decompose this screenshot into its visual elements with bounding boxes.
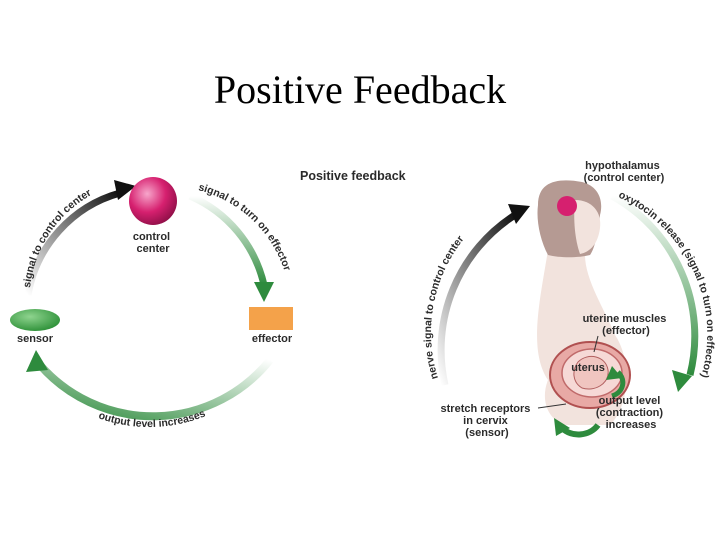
- label-control-center-line2: center: [136, 243, 170, 255]
- arrow-nerve-signal: [437, 212, 517, 386]
- label-effector: effector: [252, 333, 293, 345]
- arc-text-signal-to-effector: signal to turn on effector: [197, 181, 293, 272]
- arrow-oxytocin: [610, 192, 699, 376]
- arrowhead-stretch: [554, 418, 570, 436]
- arc-label-oxytocin: oxytocin release (signal to turn on effe…: [617, 189, 717, 379]
- baby-outline: [573, 355, 609, 390]
- label-uterine-muscles: uterine muscles (effector): [583, 313, 670, 337]
- control-center-sphere: [129, 177, 177, 225]
- label-uterine-muscles-line2: (effector): [602, 325, 650, 337]
- label-hypothalamus-line1: hypothalamus: [585, 160, 660, 172]
- effector-box: [249, 307, 293, 330]
- arrowhead-effector: [254, 282, 274, 302]
- hypothalamus-dot: [557, 196, 577, 216]
- sensor-ellipse: [10, 309, 60, 331]
- label-uterine-muscles-line1: uterine muscles: [583, 313, 667, 325]
- arrowhead-oxytocin: [672, 370, 692, 392]
- left-feedback-loop: Positive feedback control center effecto…: [10, 169, 406, 430]
- arrowhead-control: [114, 180, 136, 200]
- label-stretch-receptors-line3: (sensor): [465, 427, 509, 439]
- heading-positive-feedback: Positive feedback: [300, 169, 406, 183]
- pointer-stretch-receptors: [537, 403, 567, 409]
- arc-label-signal-to-effector: signal to turn on effector: [197, 181, 293, 272]
- woman-face: [574, 200, 601, 254]
- arrowhead-nerve: [508, 204, 530, 224]
- label-control-center: control center: [133, 231, 173, 255]
- label-hypothalamus: hypothalamus (control center): [584, 160, 665, 184]
- label-stretch-receptors-line1: stretch receptors: [441, 403, 531, 415]
- label-output-level: output level (contraction) increases: [596, 395, 666, 431]
- arrow-output-level: [36, 357, 274, 421]
- arrowhead-contraction: [606, 366, 622, 380]
- pointer-uterine-muscles: [593, 335, 599, 353]
- right-feedback-loop: hypothalamus (control center) uterine mu…: [422, 160, 716, 439]
- label-hypothalamus-line2: (control center): [584, 172, 665, 184]
- label-stretch-receptors: stretch receptors in cervix (sensor): [441, 403, 534, 439]
- slide-title: Positive Feedback: [213, 67, 507, 112]
- arrowhead-sensor: [26, 350, 48, 372]
- label-output-level-line2: (contraction): [596, 407, 664, 419]
- arc-text-oxytocin: oxytocin release (signal to turn on effe…: [617, 189, 717, 379]
- uterus-graphic: [549, 341, 631, 409]
- arrow-contraction-loop: [610, 370, 626, 399]
- label-stretch-receptors-line2: in cervix: [463, 415, 509, 427]
- arrow-to-effector: [188, 192, 268, 286]
- label-output-level-line3: increases: [606, 419, 657, 431]
- label-sensor: sensor: [17, 333, 54, 345]
- label-uterus: uterus: [571, 362, 605, 374]
- label-control-center-line1: control: [133, 231, 170, 243]
- arrow-to-control-center: [24, 189, 121, 296]
- label-output-level-line1: output level: [599, 395, 661, 407]
